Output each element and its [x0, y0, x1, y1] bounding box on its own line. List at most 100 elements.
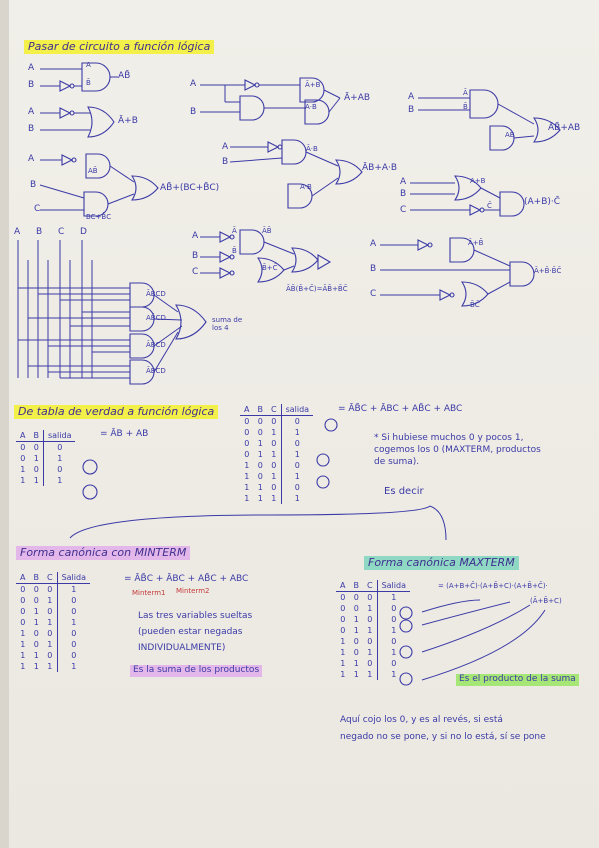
t1-cell: 0: [42, 464, 76, 475]
t2-cell: 0: [244, 417, 250, 426]
c8-gate1: Ā: [232, 227, 237, 235]
c7-input-c: C: [400, 205, 407, 215]
t2-cell: 0: [244, 439, 250, 448]
maxterm-cell: 1: [367, 626, 373, 635]
t2-cell: 1: [244, 461, 250, 470]
t2-cell: 0: [257, 472, 263, 481]
c3-input-a: A: [190, 79, 197, 89]
c3-output: Ā+AB: [344, 93, 371, 103]
c10-input-d: D: [80, 227, 87, 237]
t2-header-0: A: [240, 404, 254, 416]
t2-cell: 0: [244, 428, 250, 437]
t1-cell: 0: [33, 465, 39, 474]
maxterm-cell: 0: [340, 593, 346, 602]
maxterm-formula2: (Ā+B̄+C): [530, 597, 562, 605]
maxterm-header-0: A: [336, 580, 350, 592]
maxterm-header-1: B: [349, 580, 363, 592]
t2-cell: 1: [244, 494, 250, 503]
minterm-cell: 0: [47, 629, 53, 638]
maxterm-cell: 0: [367, 659, 373, 668]
c9-gate2: B̄C̄: [470, 301, 480, 309]
minterm-cell: 0: [20, 585, 26, 594]
c8-gate2: B̄: [232, 247, 237, 255]
c10-term4: ĀBCD: [146, 367, 166, 375]
minterm-cell: 0: [56, 650, 90, 661]
minterm-header-1: B: [29, 572, 43, 584]
minterm-cell: 0: [56, 606, 90, 617]
t2-cell: 1: [244, 472, 250, 481]
c10-input-b: B: [36, 227, 43, 237]
c10-output-note: suma de los 4: [212, 316, 243, 332]
c1-output: AB̄: [118, 71, 131, 81]
t2-header-2: C: [266, 404, 282, 416]
maxterm-cell: 0: [340, 626, 346, 635]
t2-formula: = ĀB̄C + ĀBC + AB̄C + ABC: [338, 404, 463, 414]
c8-input-b: B: [192, 251, 199, 261]
c4-input-a: A: [408, 92, 415, 102]
maxterm-cell: 0: [367, 593, 373, 602]
es-decir: Es decir: [384, 486, 424, 497]
c4-gate3: AB: [505, 131, 515, 139]
minterm-cell: 1: [20, 651, 26, 660]
minterm-cell: 1: [33, 618, 39, 627]
maxterm-footer1: Aquí cojo los 0, y es al revés, si está: [340, 715, 503, 725]
maxterm-cell: 1: [376, 669, 410, 680]
section2-title: De tabla de verdad a función lógica: [14, 405, 219, 420]
minterm-header-0: A: [16, 572, 30, 584]
minterm-header-3: Salida: [56, 572, 90, 584]
c6-input-a: A: [222, 142, 229, 152]
c5-gate2: BC+B̄C: [86, 213, 112, 221]
t2-cell: 0: [271, 483, 277, 492]
t2-cell: 1: [280, 471, 314, 482]
t2-cell: 1: [271, 450, 277, 459]
minterm-cell: 1: [47, 596, 53, 605]
minterm-cell: 0: [47, 607, 53, 616]
c9-output: Ā+B̄·B̄C̄: [534, 267, 562, 275]
c5-input-b: B: [30, 180, 37, 190]
c2-output: Ā+B: [118, 116, 138, 126]
minterm-cell: 1: [33, 651, 39, 660]
minterm-title: Forma canónica con MINTERM: [16, 546, 191, 561]
maxterm-cell: 1: [340, 659, 346, 668]
maxterm-cell: 0: [340, 604, 346, 613]
minterm-cell: 1: [47, 618, 53, 627]
t1-cell: 0: [20, 454, 26, 463]
c7-input-b: B: [400, 189, 407, 199]
maxterm-cell: 0: [376, 636, 410, 647]
c10-term2: AB̄CD: [146, 314, 166, 322]
t1-cell: 1: [42, 453, 76, 464]
minterm-cell: 0: [20, 596, 26, 605]
c1-gate-in-a: A: [86, 61, 91, 69]
minterm-cell: 1: [56, 661, 90, 672]
t2-cell: 0: [257, 417, 263, 426]
c9-input-b: B: [370, 264, 377, 274]
c5-output: AB̄+(BC+B̄C): [160, 183, 220, 193]
minterm-cell: 0: [56, 639, 90, 650]
c3-gate1: Ā+B: [305, 81, 321, 89]
maxterm-cell: 1: [376, 647, 410, 658]
maxterm-cell: 0: [353, 604, 359, 613]
maxterm-cell: 0: [353, 648, 359, 657]
t2-header-3: salida: [280, 404, 314, 416]
c7-gate1: A+B: [470, 177, 486, 185]
maxterm-header-2: C: [362, 580, 378, 592]
maxterm-cell: 1: [340, 637, 346, 646]
t1-header-2: salida: [42, 430, 76, 442]
